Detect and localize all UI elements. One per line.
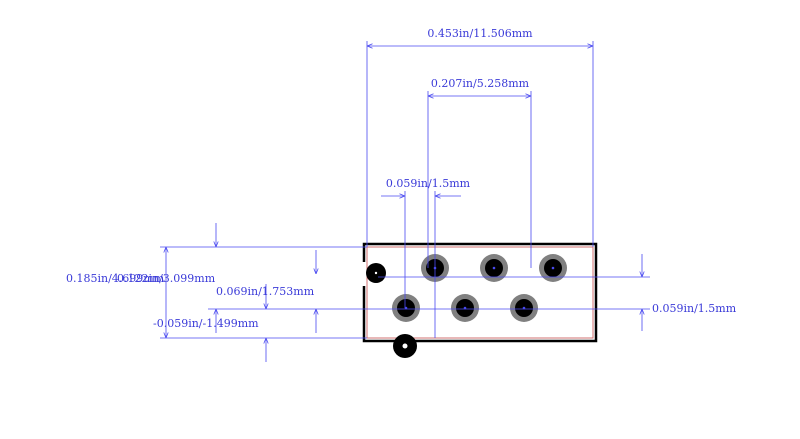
dim-pin-row-span: 0.207in/5.258mm	[431, 77, 530, 90]
pad	[451, 294, 479, 322]
pad	[480, 254, 508, 282]
dim-row-pitch: 0.069in/1.753mm	[216, 285, 315, 298]
mounting-hole	[366, 263, 386, 283]
pads	[366, 254, 567, 358]
dim-right-pad: 0.059in/1.5mm	[652, 302, 737, 315]
dim-pad-diameter: 0.059in/1.5mm	[386, 177, 471, 190]
pad	[392, 294, 420, 322]
dim-row-offset-a: 0.122in/3.099mm	[117, 272, 216, 285]
dim-overall-height: 0.185in/4.699mm	[66, 272, 165, 285]
dim-overall-width: 0.453in/11.506mm	[427, 27, 533, 40]
courtyard-outline	[366, 246, 594, 339]
dimension-lines	[160, 41, 650, 362]
dim-bottom-offset: -0.059in/-1.499mm	[153, 317, 259, 330]
pad	[539, 254, 567, 282]
mounting-hole	[393, 334, 417, 358]
dimension-labels: 0.453in/11.506mm 0.207in/5.258mm 0.059in…	[66, 27, 737, 330]
pad	[510, 294, 538, 322]
